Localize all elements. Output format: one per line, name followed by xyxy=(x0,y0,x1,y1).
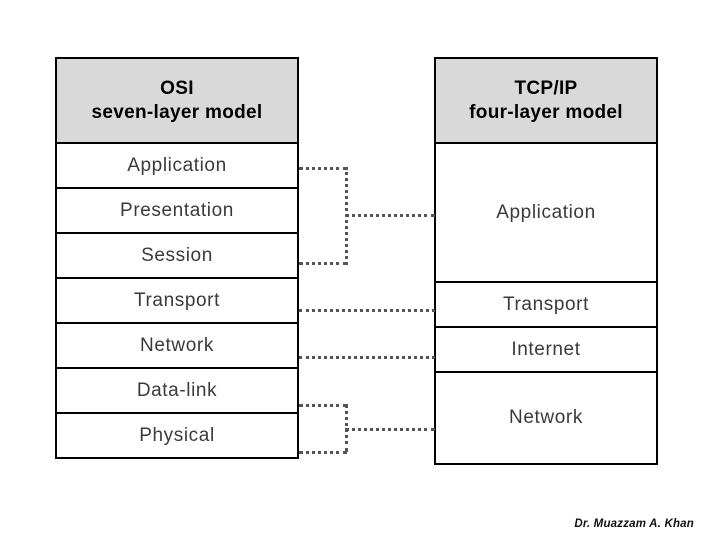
tcpip-layer-transport: Transport xyxy=(434,281,658,328)
osi-header: OSI seven-layer model xyxy=(55,57,299,144)
osi-model-column: OSI seven-layer model Application Presen… xyxy=(55,57,299,459)
tcpip-header-line1: TCP/IP xyxy=(514,77,578,99)
tcpip-header-line2: four-layer model xyxy=(469,101,623,123)
osi-layer-network: Network xyxy=(55,322,299,369)
osi-header-line2: seven-layer model xyxy=(91,101,263,123)
osi-layer-data-link: Data-link xyxy=(55,367,299,414)
connector-osi-session xyxy=(299,262,347,265)
connector-application-merge xyxy=(345,214,435,217)
connector-osi-application xyxy=(299,167,347,170)
tcpip-layer-internet: Internet xyxy=(434,326,658,373)
osi-layer-presentation: Presentation xyxy=(55,187,299,234)
connector-network-merge xyxy=(345,428,435,431)
connector-network-internet xyxy=(299,356,435,359)
connector-transport xyxy=(299,309,435,312)
tcpip-header: TCP/IP four-layer model xyxy=(434,57,658,144)
osi-layer-transport: Transport xyxy=(55,277,299,324)
tcpip-layer-application: Application xyxy=(434,142,658,283)
tcpip-layer-network: Network xyxy=(434,371,658,465)
tcpip-model-column: TCP/IP four-layer model Application Tran… xyxy=(434,57,658,465)
credit-text: Dr. Muazzam A. Khan xyxy=(574,518,694,530)
connector-osi-data-link xyxy=(299,404,347,407)
osi-layer-application: Application xyxy=(55,142,299,189)
osi-layer-physical: Physical xyxy=(55,412,299,459)
connector-osi-physical xyxy=(299,451,347,454)
osi-layer-session: Session xyxy=(55,232,299,279)
osi-header-line1: OSI xyxy=(160,77,194,99)
